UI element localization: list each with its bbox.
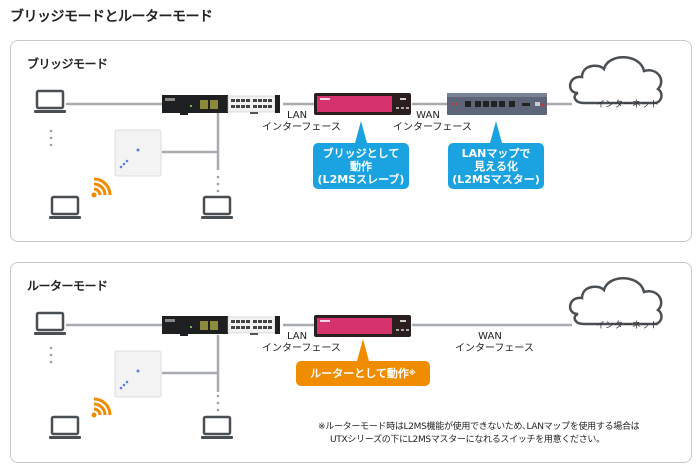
ellipsis-dots-icon [216, 175, 220, 193]
callout-line: (L2MSマスター) [452, 172, 540, 186]
callout-line: 見える化 [474, 159, 518, 173]
laptop-icon [199, 415, 235, 441]
footnote-line: ※ルーターモード時はL2MS機能が使用できないため､LANマップを使用する場合は [318, 422, 640, 432]
wan-interface-label: WAN インターフェース [393, 110, 472, 134]
lan-interface-label: LAN インターフェース [262, 331, 341, 355]
wifi-icon [90, 397, 112, 419]
router-connection-lines [66, 323, 572, 392]
panel-title: ブリッジモード [27, 57, 108, 71]
access-point-icon [114, 350, 162, 398]
ellipsis-dots-icon [49, 346, 53, 364]
footnote-mark: ※ [408, 369, 416, 377]
interface-label-line: インターフェース [455, 343, 534, 354]
wifi-icon [90, 177, 112, 199]
bridge-connection-lines [66, 102, 572, 170]
lan-map-callout: LANマップで 見える化 (L2MSマスター) [448, 121, 544, 189]
interface-label-line: インターフェース [262, 122, 341, 133]
bridge-callout: ブリッジとして 動作 (L2MSスレーブ) [313, 121, 409, 189]
laptop-icon [32, 311, 68, 337]
internet-label: インターネット [596, 100, 660, 110]
lan-interface-label: LAN インターフェース [262, 110, 341, 134]
laptop-icon [47, 195, 83, 221]
callout-line: ブリッジとして [322, 146, 400, 160]
internet-label: インターネット [596, 321, 660, 331]
wan-label-line: WAN [416, 110, 440, 121]
callout-line: LANマップで [461, 146, 531, 160]
interface-label-line: インターフェース [393, 122, 472, 133]
access-point-icon [114, 129, 162, 177]
footnote-line: UTXシリーズの下にL2MSマスターになれるスイッチを用意ください。 [330, 435, 605, 445]
callout-text: ルーターとして動作 [310, 367, 409, 380]
callout-line: (L2MSスレーブ) [317, 172, 405, 186]
ellipsis-dots-icon [49, 129, 53, 147]
ellipsis-dots-icon [216, 394, 220, 412]
router-callout: ルーターとして動作※ [296, 339, 430, 386]
page-title: ブリッジモードとルーターモード [10, 9, 213, 25]
laptop-icon [199, 195, 235, 221]
interface-label-line: インターフェース [262, 343, 341, 354]
lan-label-line: LAN [286, 110, 308, 121]
lan-label-line: LAN [286, 331, 308, 342]
panel-title: ルーターモード [27, 279, 108, 293]
laptop-icon [47, 415, 83, 441]
footnote: ※ルーターモード時はL2MS機能が使用できないため､LANマップを使用する場合は… [318, 421, 640, 447]
wan-interface-label: WAN インターフェース [455, 331, 534, 355]
wan-label-line: WAN [478, 331, 502, 342]
laptop-icon [32, 89, 68, 115]
callout-line: 動作 [350, 159, 372, 173]
